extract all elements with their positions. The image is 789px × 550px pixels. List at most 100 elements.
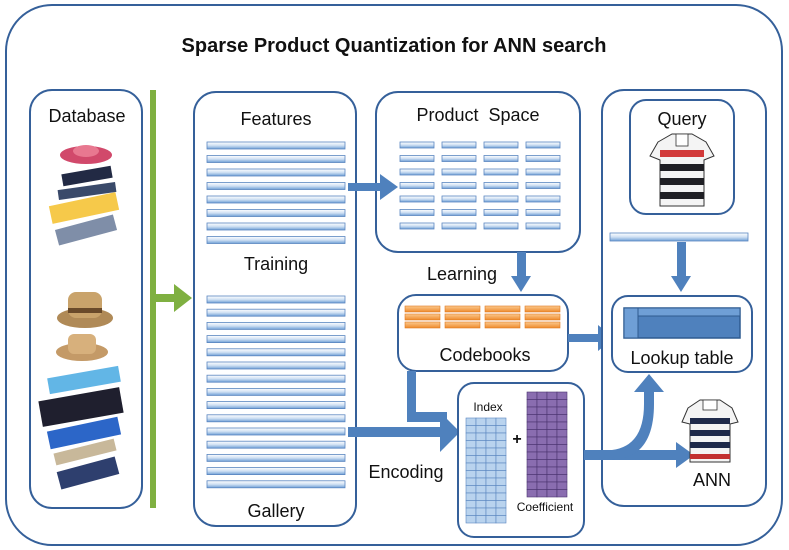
arrow-shaft-learning — [517, 252, 526, 278]
gallery-label: Gallery — [247, 501, 304, 521]
coefficient-cell — [556, 414, 568, 423]
codebook-entry — [444, 305, 481, 313]
codebook-entry — [524, 321, 561, 329]
index-cell — [475, 485, 487, 494]
codebook-entry — [484, 321, 521, 329]
coefficient-cell — [526, 436, 538, 445]
learning-label: Learning — [427, 264, 497, 284]
coefficient-cell — [556, 474, 568, 483]
product-subvector — [525, 141, 561, 149]
index-cell — [485, 440, 497, 449]
product-subvector — [525, 209, 561, 216]
coefficient-cell — [526, 474, 538, 483]
training-label: Training — [244, 254, 308, 274]
training-feature-bar — [206, 182, 346, 190]
query-label: Query — [657, 109, 706, 129]
arrow-head-training — [380, 174, 398, 200]
index-cell — [485, 500, 497, 509]
index-cell — [475, 507, 487, 516]
product-subvector — [525, 155, 561, 162]
gallery-feature-bar — [206, 348, 346, 357]
coefficient-cell — [536, 436, 548, 445]
coefficient-cell — [526, 421, 538, 430]
coefficient-cell — [536, 391, 548, 400]
coefficient-cell — [536, 459, 548, 468]
product-subvector — [441, 168, 477, 176]
striped-polo-image — [649, 133, 715, 207]
index-cell — [475, 440, 487, 449]
gallery-feature-bar — [206, 361, 346, 370]
coefficient-cell — [536, 399, 548, 408]
training-feature-bar — [206, 168, 346, 177]
index-cell — [465, 455, 477, 464]
index-cell — [495, 485, 507, 494]
codebook-entry — [524, 313, 561, 321]
arrow-shaft-codebooks — [568, 334, 600, 342]
coefficient-cell — [556, 459, 568, 468]
index-cell — [495, 507, 507, 516]
coefficient-cell — [556, 451, 568, 460]
coefficient-cell — [536, 466, 548, 475]
lookup-table-row — [623, 307, 741, 317]
index-cell — [485, 507, 497, 516]
product-subvector — [483, 195, 519, 203]
coefficient-cell — [546, 399, 558, 408]
coefficient-cell — [556, 444, 568, 453]
coefficient-cell — [556, 391, 568, 400]
product-subvector — [483, 155, 519, 162]
index-cell — [475, 470, 487, 479]
product-subvector — [483, 182, 519, 189]
coefficient-cell — [536, 451, 548, 460]
coefficient-cell — [546, 481, 558, 490]
product-subvector — [399, 222, 435, 230]
coefficient-cell — [556, 489, 568, 498]
coefficient-cell — [546, 436, 558, 445]
gallery-feature-bar — [206, 453, 346, 462]
product-subvector — [483, 209, 519, 216]
coefficient-cell — [556, 421, 568, 430]
codebook-entry — [404, 321, 441, 329]
coefficient-cell — [536, 474, 548, 483]
coefficient-cell — [526, 451, 538, 460]
training-feature-bar — [206, 195, 346, 204]
index-cell — [475, 492, 487, 501]
index-cell — [475, 462, 487, 471]
clothing-image — [48, 165, 120, 246]
index-cell — [465, 500, 477, 509]
coefficient-matrix — [526, 391, 568, 498]
striped-rugby-shirt-image — [681, 399, 739, 463]
coefficient-cell — [546, 429, 558, 438]
coefficient-cell — [526, 489, 538, 498]
index-cell — [465, 477, 477, 486]
training-features — [206, 141, 346, 244]
index-cell — [495, 447, 507, 456]
index-cell — [475, 455, 487, 464]
coefficient-cell — [556, 429, 568, 438]
index-cell — [465, 432, 477, 441]
coefficient-cell — [546, 444, 558, 453]
arrow-head-encoding — [440, 412, 460, 452]
arrow-shaft-training — [348, 183, 384, 191]
index-cell — [475, 417, 487, 426]
index-cell — [485, 492, 497, 501]
coefficient-cell — [556, 406, 568, 415]
product-subvector — [525, 182, 561, 189]
clothing-image — [38, 365, 124, 490]
gallery-feature-bar — [206, 427, 346, 436]
codebook-entry — [444, 321, 481, 329]
coefficient-cell — [526, 406, 538, 415]
index-matrix — [465, 417, 507, 524]
features-label: Features — [240, 109, 311, 129]
product-space-label: Product Space — [416, 105, 539, 125]
arrow-curve-lookup — [612, 374, 664, 460]
index-cell — [465, 515, 477, 524]
diagram-title: Sparse Product Quantization for ANN sear… — [182, 35, 607, 57]
coefficient-cell — [546, 451, 558, 460]
product-subvector — [399, 209, 435, 216]
coefficient-cell — [556, 436, 568, 445]
query-feature-vector — [609, 232, 749, 242]
training-feature-bar — [206, 155, 346, 163]
coefficient-cell — [556, 399, 568, 408]
index-cell — [495, 492, 507, 501]
